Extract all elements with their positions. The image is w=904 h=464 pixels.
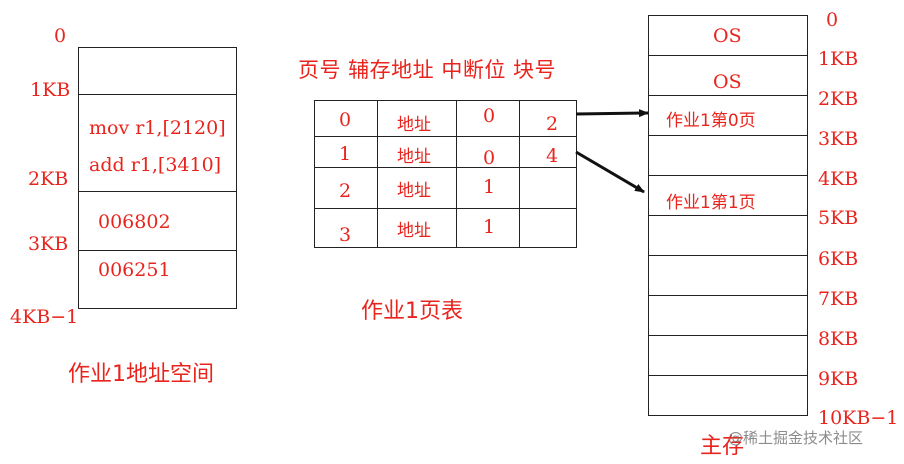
memory-block xyxy=(648,375,808,416)
memory-label-5kb: 5KB xyxy=(818,207,859,229)
address-space-box: mov r1,[2120] add r1,[3410] 006802 00625… xyxy=(78,47,237,309)
interrupt-bit: 1 xyxy=(483,176,496,198)
secondary-address: 地址 xyxy=(397,181,431,201)
secondary-address: 地址 xyxy=(397,115,431,135)
address-label-2kb: 2KB xyxy=(28,168,69,190)
page-table-cell: 0 xyxy=(456,136,520,169)
page-table-cell: 0 xyxy=(456,100,520,137)
page-table-cell xyxy=(519,167,577,209)
memory-block-label: OS xyxy=(713,71,742,93)
page-number: 3 xyxy=(339,224,352,246)
data-value-2: 006251 xyxy=(98,259,171,281)
memory-block-label: OS xyxy=(713,25,742,47)
memory-label-6kb: 6KB xyxy=(818,248,859,270)
memory-block xyxy=(648,255,808,296)
page-table-cell: 2 xyxy=(314,167,378,209)
memory-label-7kb: 7KB xyxy=(818,288,859,310)
address-page-data-1: 006802 xyxy=(78,191,237,251)
memory-label-10kb-1: 10KB−1 xyxy=(818,407,899,429)
watermark: @稀土掘金技术社区 xyxy=(728,429,864,447)
block-number: 4 xyxy=(546,145,559,167)
page-number: 1 xyxy=(339,143,352,165)
memory-label-1kb: 1KB xyxy=(818,48,859,70)
data-value-1: 006802 xyxy=(98,211,171,233)
page-table-cell: 地址 xyxy=(377,136,457,168)
arrow-page0-to-block2 xyxy=(575,109,649,118)
memory-block-page0: 作业1第0页 xyxy=(648,95,808,136)
page-table-header: 页号 辅存地址 中断位 块号 xyxy=(298,58,557,82)
address-page-data-2: 006251 xyxy=(78,250,237,309)
interrupt-bit: 0 xyxy=(483,105,496,127)
page-table-caption: 作业1页表 xyxy=(361,299,463,324)
page-table-cell: 地址 xyxy=(377,100,457,137)
page-number: 2 xyxy=(339,180,352,202)
address-label-1kb: 1KB xyxy=(30,79,71,101)
page-table-cell: 地址 xyxy=(377,208,457,248)
instruction-line-2: add r1,[3410] xyxy=(89,154,222,176)
memory-label-3kb: 3KB xyxy=(818,128,859,150)
block-number: 2 xyxy=(546,113,559,135)
memory-block-os: OS xyxy=(648,15,808,56)
secondary-address: 地址 xyxy=(397,221,431,241)
memory-block-label: 作业1第0页 xyxy=(666,111,756,131)
page-table-cell: 3 xyxy=(314,208,378,248)
instruction-line-1: mov r1,[2120] xyxy=(89,117,226,139)
memory-label-0: 0 xyxy=(826,9,839,31)
page-table-grid: 0 地址 0 2 1 地址 0 4 2 地址 1 xyxy=(314,100,577,248)
memory-block-page1: 作业1第1页 xyxy=(648,175,808,216)
memory-block xyxy=(648,335,808,376)
memory-label-2kb: 2KB xyxy=(818,88,859,110)
secondary-address: 地址 xyxy=(397,147,431,167)
main-memory-box: OS OS 作业1第0页 作业1第1页 xyxy=(648,15,808,416)
address-label-4kb-1: 4KB−1 xyxy=(10,306,79,328)
arrow-page1-to-block4 xyxy=(575,150,645,194)
memory-label-4kb: 4KB xyxy=(818,168,859,190)
page-table-cell xyxy=(519,208,577,248)
memory-block-label: 作业1第1页 xyxy=(666,193,756,213)
page-table-cell: 1 xyxy=(456,208,520,248)
main-memory-caption: 主存 xyxy=(700,434,745,459)
memory-label-8kb: 8KB xyxy=(818,328,859,350)
memory-block xyxy=(648,135,808,176)
interrupt-bit: 0 xyxy=(483,147,496,169)
interrupt-bit: 1 xyxy=(483,216,496,238)
address-label-3kb: 3KB xyxy=(28,233,69,255)
address-space-caption: 作业1地址空间 xyxy=(68,362,214,387)
memory-block-os: OS xyxy=(648,55,808,96)
address-page-instructions: mov r1,[2120] add r1,[3410] xyxy=(78,94,237,192)
memory-block xyxy=(648,295,808,336)
page-table-cell: 4 xyxy=(519,136,577,168)
page-number: 0 xyxy=(339,109,352,131)
memory-label-9kb: 9KB xyxy=(818,368,859,390)
memory-block xyxy=(648,215,808,256)
address-label-0: 0 xyxy=(54,25,67,47)
